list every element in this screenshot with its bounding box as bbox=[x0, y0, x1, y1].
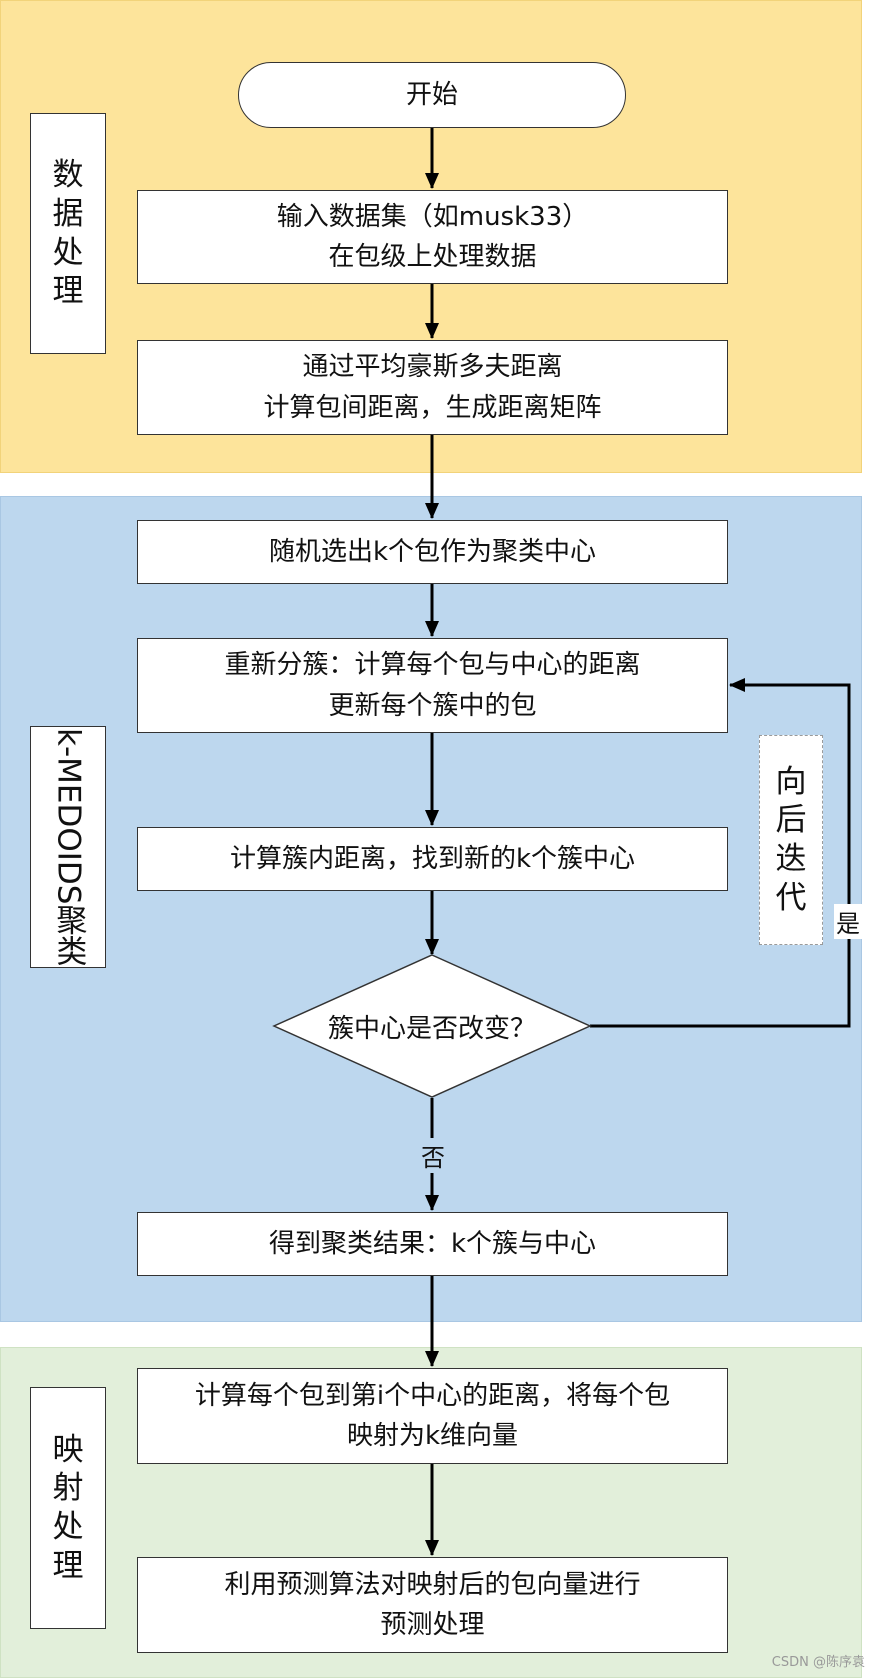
section-label-clustering: k-MEDOIDS聚类 bbox=[30, 726, 106, 968]
prediction-node: 利用预测算法对映射后的包向量进行 预测处理 bbox=[137, 1557, 728, 1653]
edge-loop-back bbox=[590, 678, 851, 1028]
edge-label-yes: 是 bbox=[834, 904, 862, 939]
start-node: 开始 bbox=[238, 62, 626, 128]
result-node: 得到聚类结果：k个簇与中心 bbox=[137, 1212, 728, 1276]
recluster-line2: 更新每个簇中的包 bbox=[328, 690, 537, 721]
distance-matrix-line1: 通过平均豪斯多夫距离 bbox=[302, 352, 563, 383]
recluster-node: 重新分簇：计算每个包与中心的距离 更新每个簇中的包 bbox=[137, 638, 728, 733]
new-centers-label: 计算簇内距离，找到新的k个簇中心 bbox=[229, 843, 636, 874]
mapping-line2: 映射为k维向量 bbox=[346, 1421, 519, 1451]
recluster-line1: 重新分簇：计算每个包与中心的距离 bbox=[224, 650, 641, 681]
random-centers-label: 随机选出k个包作为聚类中心 bbox=[268, 536, 597, 567]
distance-matrix-node: 通过平均豪斯多夫距离 计算包间距离，生成距离矩阵 bbox=[137, 340, 728, 435]
prediction-line1: 利用预测算法对映射后的包向量进行 bbox=[224, 1569, 641, 1600]
watermark: CSDN @陈序袁 bbox=[771, 1655, 865, 1670]
decision-label: 簇中心是否改变？ bbox=[327, 1013, 536, 1044]
mapping-node: 计算每个包到第i个中心的距离，将每个包 映射为k维向量 bbox=[137, 1368, 728, 1464]
distance-matrix-line2: 计算包间距离，生成距离矩阵 bbox=[263, 392, 602, 423]
edge-label-no: 否 bbox=[418, 1138, 448, 1173]
decision-diamond bbox=[272, 954, 592, 1098]
input-dataset-line2: 在包级上处理数据 bbox=[328, 242, 537, 272]
mapping-line1: 计算每个包到第i个中心的距离，将每个包 bbox=[194, 1380, 671, 1411]
prediction-line2: 预测处理 bbox=[380, 1610, 485, 1640]
section-label-data-processing: 数据处理 bbox=[30, 113, 106, 354]
section-label-mapping: 映射处理 bbox=[30, 1387, 106, 1629]
input-dataset-node: 输入数据集（如musk33） 在包级上处理数据 bbox=[137, 190, 728, 284]
result-label: 得到聚类结果：k个簇与中心 bbox=[268, 1228, 597, 1259]
new-centers-node: 计算簇内距离，找到新的k个簇中心 bbox=[137, 827, 728, 891]
random-centers-node: 随机选出k个包作为聚类中心 bbox=[137, 520, 728, 584]
input-dataset-line1: 输入数据集（如musk33） bbox=[276, 201, 589, 232]
start-label: 开始 bbox=[405, 79, 458, 110]
loop-iterate-label: 向后迭代 bbox=[759, 735, 823, 945]
